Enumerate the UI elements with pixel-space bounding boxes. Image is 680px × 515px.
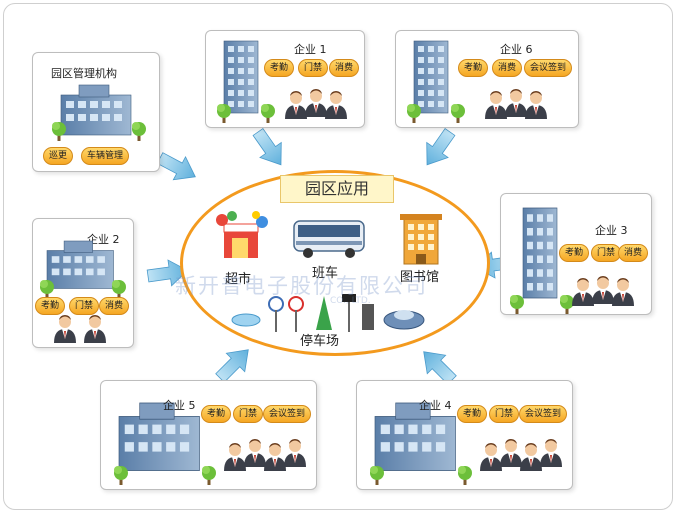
supermarket-icon [216, 211, 268, 258]
company5-title: 企业 5 [163, 399, 196, 412]
people-icon [485, 89, 547, 119]
company6-card: 企业 6 考勤 消费 会议签到 [395, 30, 579, 128]
shuttle-bus-label: 班车 [312, 266, 339, 281]
tag-consumption: 消费 [99, 297, 130, 315]
people-icon [285, 89, 347, 119]
tag-access-control: 门禁 [69, 297, 100, 315]
tag-consumption: 消费 [492, 59, 523, 77]
company2-card: 企业 2 考勤 门禁 消费 [32, 218, 134, 348]
park-admin-card: 园区管理机构 巡更 车辆管理 [32, 52, 160, 172]
watermark: 新开普电子股份有限公司 [175, 274, 428, 298]
company2-title: 企业 2 [87, 233, 120, 246]
people-icon [224, 439, 306, 471]
tag-attendance: 考勤 [559, 244, 590, 262]
tag-access-control: 门禁 [489, 405, 520, 423]
watermark-sub: CO., LTD. [330, 296, 371, 306]
tag-attendance: 考勤 [457, 405, 488, 423]
company1-card: 企业 1 考勤 门禁 消费 [205, 30, 365, 128]
park-applications-title: 园区应用 [280, 175, 394, 203]
supermarket-label: 超市 [225, 272, 252, 287]
company1-title: 企业 1 [294, 43, 327, 56]
tag-consumption: 消费 [618, 244, 649, 262]
people-icon [480, 439, 562, 471]
library-label: 图书馆 [400, 270, 440, 285]
tag-attendance: 考勤 [264, 59, 295, 77]
tag-meeting-checkin: 会议签到 [524, 59, 573, 77]
tag-access-control: 门禁 [298, 59, 329, 77]
tag-attendance: 考勤 [458, 59, 489, 77]
people-icon [54, 315, 106, 343]
people-icon [572, 276, 634, 306]
tower-building-icon [407, 40, 465, 123]
library-icon [400, 214, 442, 265]
parking-label: 停车场 [300, 334, 340, 349]
office-building-icon [40, 240, 126, 299]
tag-access-control: 门禁 [233, 405, 264, 423]
office-building-icon [52, 84, 146, 141]
tower-building-icon [217, 40, 275, 123]
company6-title: 企业 6 [500, 43, 533, 56]
tag-access-control: 门禁 [591, 244, 622, 262]
company4-card: 企业 4 考勤 门禁 会议签到 [356, 380, 573, 490]
park-admin-title: 园区管理机构 [51, 67, 117, 80]
company3-card: 企业 3 考勤 门禁 消费 [500, 193, 652, 315]
company5-card: 企业 5 考勤 门禁 会议签到 [100, 380, 317, 490]
tag-patrol: 巡更 [43, 147, 74, 165]
tag-attendance: 考勤 [201, 405, 232, 423]
tag-attendance: 考勤 [35, 297, 66, 315]
company3-title: 企业 3 [595, 224, 628, 237]
tag-meeting-checkin: 会议签到 [263, 405, 312, 423]
bus-icon [293, 220, 365, 258]
tag-vehicle-management: 车辆管理 [81, 147, 130, 165]
parking-lot-icon [231, 294, 425, 332]
tag-consumption: 消费 [329, 59, 360, 77]
tag-meeting-checkin: 会议签到 [519, 405, 568, 423]
company4-title: 企业 4 [419, 399, 452, 412]
